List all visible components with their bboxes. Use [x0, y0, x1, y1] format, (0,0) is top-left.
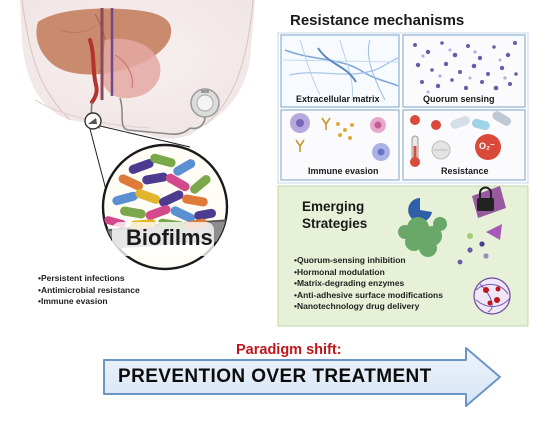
- resistance-panels-frame: [277, 32, 529, 184]
- list-item: •Nanotechnology drug delivery: [294, 301, 420, 312]
- list-item: •Matrix-degrading enzymes: [294, 278, 405, 289]
- panel-extracellular-matrix: [280, 34, 400, 108]
- list-item: •Anti-adhesive surface modifications: [294, 289, 443, 300]
- superoxide-icon: [475, 134, 501, 160]
- antibody-icon: [295, 117, 331, 152]
- panel-label-immune-evasion: Immune evasion: [308, 166, 379, 176]
- biofilm-zoom-circle: [101, 143, 229, 271]
- list-item: •Persistent infections: [38, 273, 125, 283]
- lock-icon: [472, 186, 506, 218]
- panel-label-quorum-sensing: Quorum sensing: [423, 94, 495, 104]
- pill-capsule-icon: [450, 111, 512, 131]
- triangle-molecule-icon: [486, 224, 502, 240]
- paradigm-shift-kicker: Paradigm shift:: [236, 342, 342, 358]
- emerging-strategies-panel: [277, 185, 529, 327]
- emerging-strategies-title-line1: Emerging: [302, 199, 365, 214]
- thermometer-icon: [410, 135, 420, 167]
- superoxide-label: O₂⁻: [479, 141, 495, 151]
- emerging-strategies-title: Emerging Strategies: [302, 198, 367, 232]
- zoom-line: [99, 125, 191, 148]
- port-tubing: [119, 97, 191, 135]
- list-item: •Immune evasion: [38, 296, 108, 306]
- implant-port-icon: [189, 88, 220, 130]
- bacteria-cluster: [104, 153, 216, 230]
- protein-cluster-icon: [398, 217, 447, 257]
- macrophage-icon: [370, 117, 386, 133]
- list-item: •Quorum-sensing inhibition: [294, 255, 406, 265]
- nanoparticle-icon: [473, 277, 511, 315]
- emerging-strategies-title-line2: Strategies: [302, 216, 368, 231]
- immune-cell-icon: [290, 113, 310, 133]
- stomach-icon: [101, 38, 161, 99]
- panel-label-extracellular-matrix: Extracellular matrix: [296, 94, 380, 104]
- quorum-signal-dots: [413, 41, 518, 91]
- enzyme-pacman-icon: [408, 198, 432, 222]
- prevention-headline: PREVENTION OVER TREATMENT: [118, 366, 432, 387]
- pill-tablet-icon: [431, 140, 451, 160]
- panel-label-resistance: Resistance: [441, 166, 489, 176]
- biofilm-consequences-list: •Persistent infections •Antimicrobial re…: [38, 273, 140, 308]
- paradigm-shift-arrow: [103, 347, 501, 407]
- biofilm-label: Biofilms: [126, 225, 213, 250]
- list-item: •Hormonal modulation: [294, 266, 385, 277]
- immune-cell-icon: [372, 143, 390, 161]
- list-item: •Antimicrobial resistance: [38, 284, 140, 295]
- resistance-mechanisms-title: Resistance mechanisms: [290, 12, 465, 29]
- bacteria-icon: [410, 115, 441, 130]
- panel-quorum-sensing: [402, 34, 526, 108]
- panel-resistance: [402, 109, 526, 181]
- panel-immune-evasion: [280, 109, 400, 181]
- blood-vessel-icon: [88, 8, 114, 104]
- emerging-strategies-list: •Quorum-sensing inhibition •Hormonal mod…: [294, 255, 443, 313]
